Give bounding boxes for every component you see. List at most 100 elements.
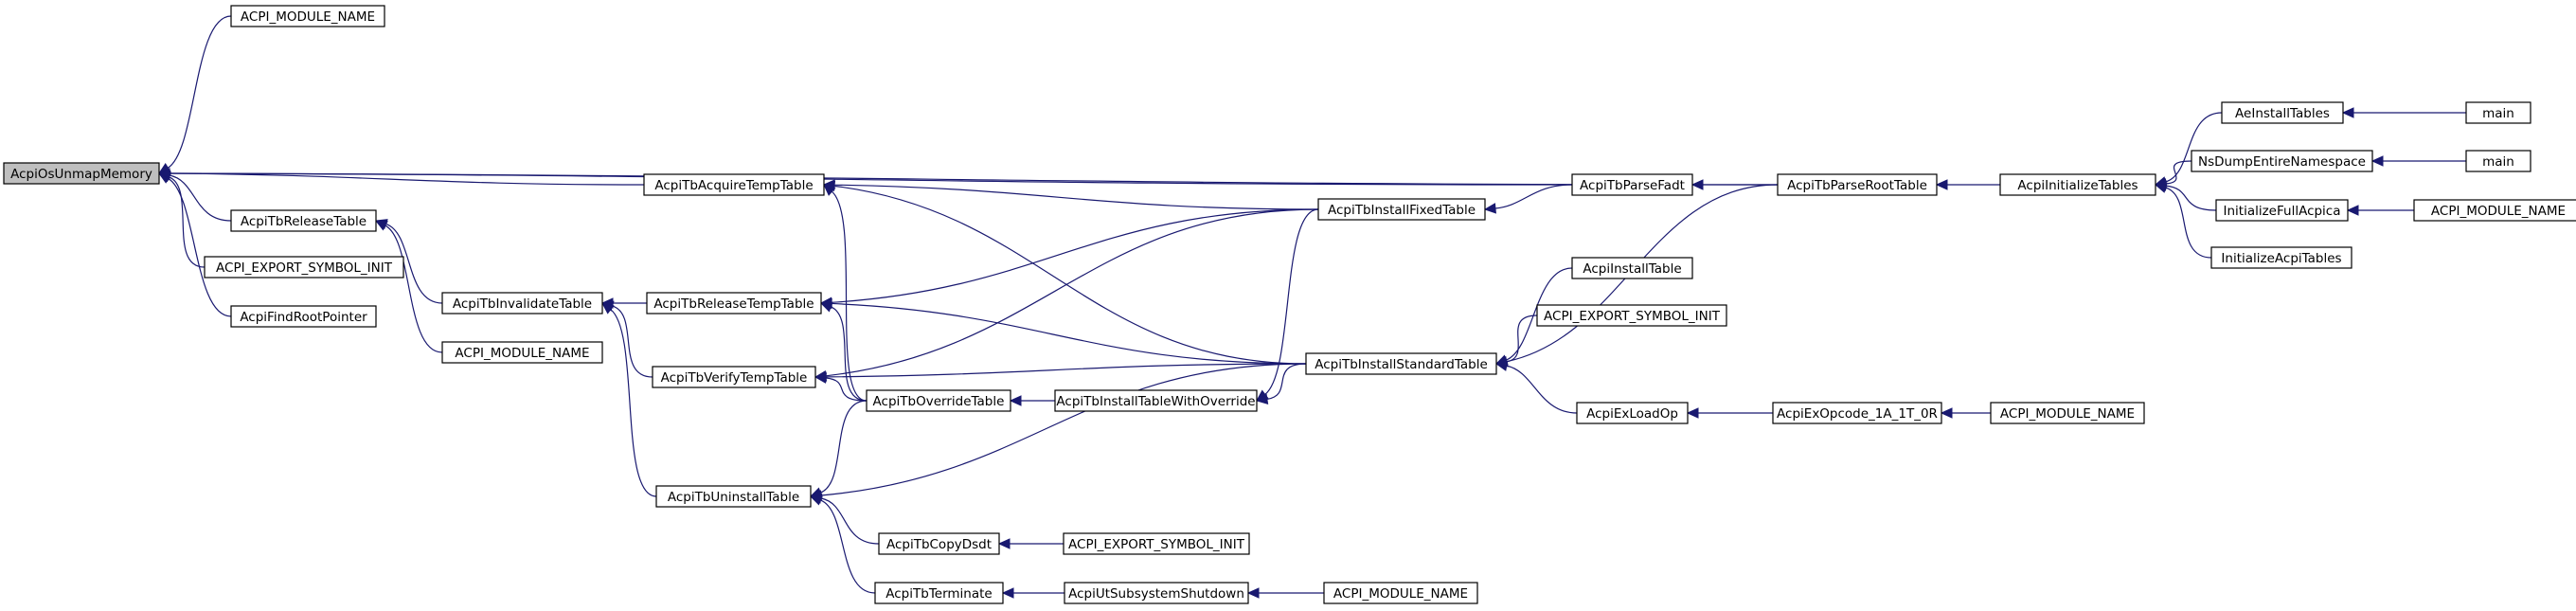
arrowhead [1001, 587, 1014, 599]
edge-n23-to-n18 [1494, 360, 1578, 414]
node-box[interactable] [1536, 304, 1727, 327]
node-box[interactable] [1772, 402, 1942, 424]
arrowhead [1494, 355, 1509, 368]
node-box[interactable] [441, 341, 603, 364]
node-acpi-module-name[interactable]: ACPI_MODULE_NAME [1323, 582, 1478, 604]
node-box[interactable] [646, 292, 822, 314]
node-acpi-export-symbol-init[interactable]: ACPI_EXPORT_SYMBOL_INIT [1063, 532, 1250, 555]
node-box[interactable] [1305, 352, 1497, 375]
node-box[interactable] [2210, 246, 2352, 269]
edge-line [831, 306, 868, 402]
edge-line [1266, 363, 1307, 401]
edge-line [169, 174, 232, 222]
node-acpitbcopydsdt[interactable]: AcpiTbCopyDsdt [878, 532, 1000, 555]
node-label: ACPI_EXPORT_SYMBOL_INIT [1068, 537, 1245, 552]
node-main[interactable]: main [2465, 150, 2531, 172]
node-acpitboverridetable[interactable]: AcpiTbOverrideTable [866, 389, 1011, 412]
node-box[interactable] [1317, 198, 1486, 221]
node-acpitbterminate[interactable]: AcpiTbTerminate [874, 582, 1004, 604]
edge-line [825, 377, 868, 402]
node-acpi-module-name[interactable]: ACPI_MODULE_NAME [230, 5, 385, 27]
node-box[interactable] [230, 305, 377, 328]
arrowhead [1483, 203, 1496, 214]
node-box[interactable] [2465, 101, 2531, 124]
node-acpiinstalltable[interactable]: AcpiInstallTable [1571, 257, 1693, 279]
node-box[interactable] [204, 256, 404, 279]
node-box[interactable] [655, 485, 812, 508]
edge-line [2165, 185, 2217, 211]
edge-line [825, 208, 1319, 377]
node-box[interactable] [878, 532, 1000, 555]
node-acpi-module-name[interactable]: ACPI_MODULE_NAME [2413, 199, 2576, 222]
node-acpitbinvalidatetable[interactable]: AcpiTbInvalidateTable [441, 292, 603, 314]
node-acpitbinstallfixedtable[interactable]: AcpiTbInstallFixedTable [1317, 198, 1486, 221]
edge-line [385, 225, 443, 353]
node-box[interactable] [1323, 582, 1478, 604]
node-acpitbacquiretemptable[interactable]: AcpiTbAcquireTempTable [643, 173, 825, 196]
node-box[interactable] [1054, 389, 1258, 412]
edge-line [820, 363, 1307, 496]
node-main[interactable]: main [2465, 101, 2531, 124]
node-box[interactable] [2221, 101, 2344, 124]
node-box[interactable] [643, 173, 825, 196]
node-acpitbreleasetemptable[interactable]: AcpiTbReleaseTempTable [646, 292, 822, 314]
node-label: ACPI_MODULE_NAME [2000, 406, 2135, 422]
node-box[interactable] [1063, 532, 1250, 555]
node-acpitbuninstalltable[interactable]: AcpiTbUninstallTable [655, 485, 812, 508]
edge-n12-to-n10 [809, 493, 880, 545]
node-aeinstalltables[interactable]: AeInstallTables [2221, 101, 2344, 124]
edge-n17-to-n5 [822, 179, 1319, 210]
node-initializeacpitables[interactable]: InitializeAcpiTables [2210, 246, 2352, 269]
edge-n4-to-n0 [157, 172, 232, 317]
node-acpi-module-name[interactable]: ACPI_MODULE_NAME [441, 341, 603, 364]
node-acpitbreleasetable[interactable]: AcpiTbReleaseTable [230, 209, 377, 232]
node-box[interactable] [2465, 150, 2531, 172]
node-box[interactable] [230, 5, 385, 27]
edge-n11-to-n8 [819, 301, 868, 402]
node-label: AcpiOsUnmapMemory [10, 167, 152, 182]
arrowhead [1935, 179, 1948, 190]
node-box[interactable] [1990, 402, 2145, 424]
node-acpifindrootpointer[interactable]: AcpiFindRootPointer [230, 305, 377, 328]
node-box[interactable] [2413, 199, 2576, 222]
node-acpitbverifytemptable[interactable]: AcpiTbVerifyTempTable [652, 366, 816, 388]
node-box[interactable] [866, 389, 1011, 412]
node-acpi-export-symbol-init[interactable]: ACPI_EXPORT_SYMBOL_INIT [1536, 304, 1727, 327]
node-acpiexopcode-1a-1t-0r[interactable]: AcpiExOpcode_1A_1T_0R [1772, 402, 1942, 424]
arrowhead [1009, 395, 1022, 406]
node-initializefullacpica[interactable]: InitializeFullAcpica [2215, 199, 2349, 222]
node-box[interactable] [1576, 402, 1689, 424]
node-box[interactable] [2215, 199, 2349, 222]
node-acpiinitializetables[interactable]: AcpiInitializeTables [1999, 173, 2156, 196]
edge-line [820, 499, 876, 594]
node-box[interactable] [1777, 173, 1938, 196]
node-box[interactable] [2191, 150, 2373, 172]
node-acpiexloadop[interactable]: AcpiExLoadOp [1576, 402, 1689, 424]
node-box[interactable] [3, 162, 160, 185]
arrowhead [2154, 182, 2168, 193]
node-acpi-export-symbol-init[interactable]: ACPI_EXPORT_SYMBOL_INIT [204, 256, 404, 279]
node-acpiosunmapmemory[interactable]: AcpiOsUnmapMemory [3, 162, 160, 185]
node-acpitbinstalltablewithoverride[interactable]: AcpiTbInstallTableWithOverride [1054, 389, 1258, 412]
node-nsdumpentirenamespace[interactable]: NsDumpEntireNamespace [2191, 150, 2373, 172]
node-acpi-module-name[interactable]: ACPI_MODULE_NAME [1990, 402, 2145, 424]
node-box[interactable] [441, 292, 603, 314]
node-box[interactable] [1571, 173, 1693, 196]
node-label: AcpiTbInstallFixedTable [1328, 203, 1476, 218]
arrowhead [1246, 587, 1260, 599]
edge-n32-to-n28 [2341, 107, 2466, 118]
node-box[interactable] [1571, 257, 1693, 279]
node-box[interactable] [1064, 582, 1249, 604]
node-acpitbinstallstandardtable[interactable]: AcpiTbInstallStandardTable [1305, 352, 1497, 375]
edge-n5-to-n0 [157, 168, 645, 186]
node-acpitbparsefadt[interactable]: AcpiTbParseFadt [1571, 173, 1693, 196]
node-box[interactable] [652, 366, 816, 388]
node-acpitbparseroottable[interactable]: AcpiTbParseRootTable [1777, 173, 1938, 196]
node-label: AcpiTbReleaseTable [241, 214, 367, 229]
edge-n18-to-n10 [809, 363, 1307, 501]
node-box[interactable] [1999, 173, 2156, 196]
node-box[interactable] [874, 582, 1004, 604]
arrowhead [157, 168, 170, 179]
node-box[interactable] [230, 209, 377, 232]
node-acpiutsubsystemshutdown[interactable]: AcpiUtSubsystemShutdown [1064, 582, 1249, 604]
